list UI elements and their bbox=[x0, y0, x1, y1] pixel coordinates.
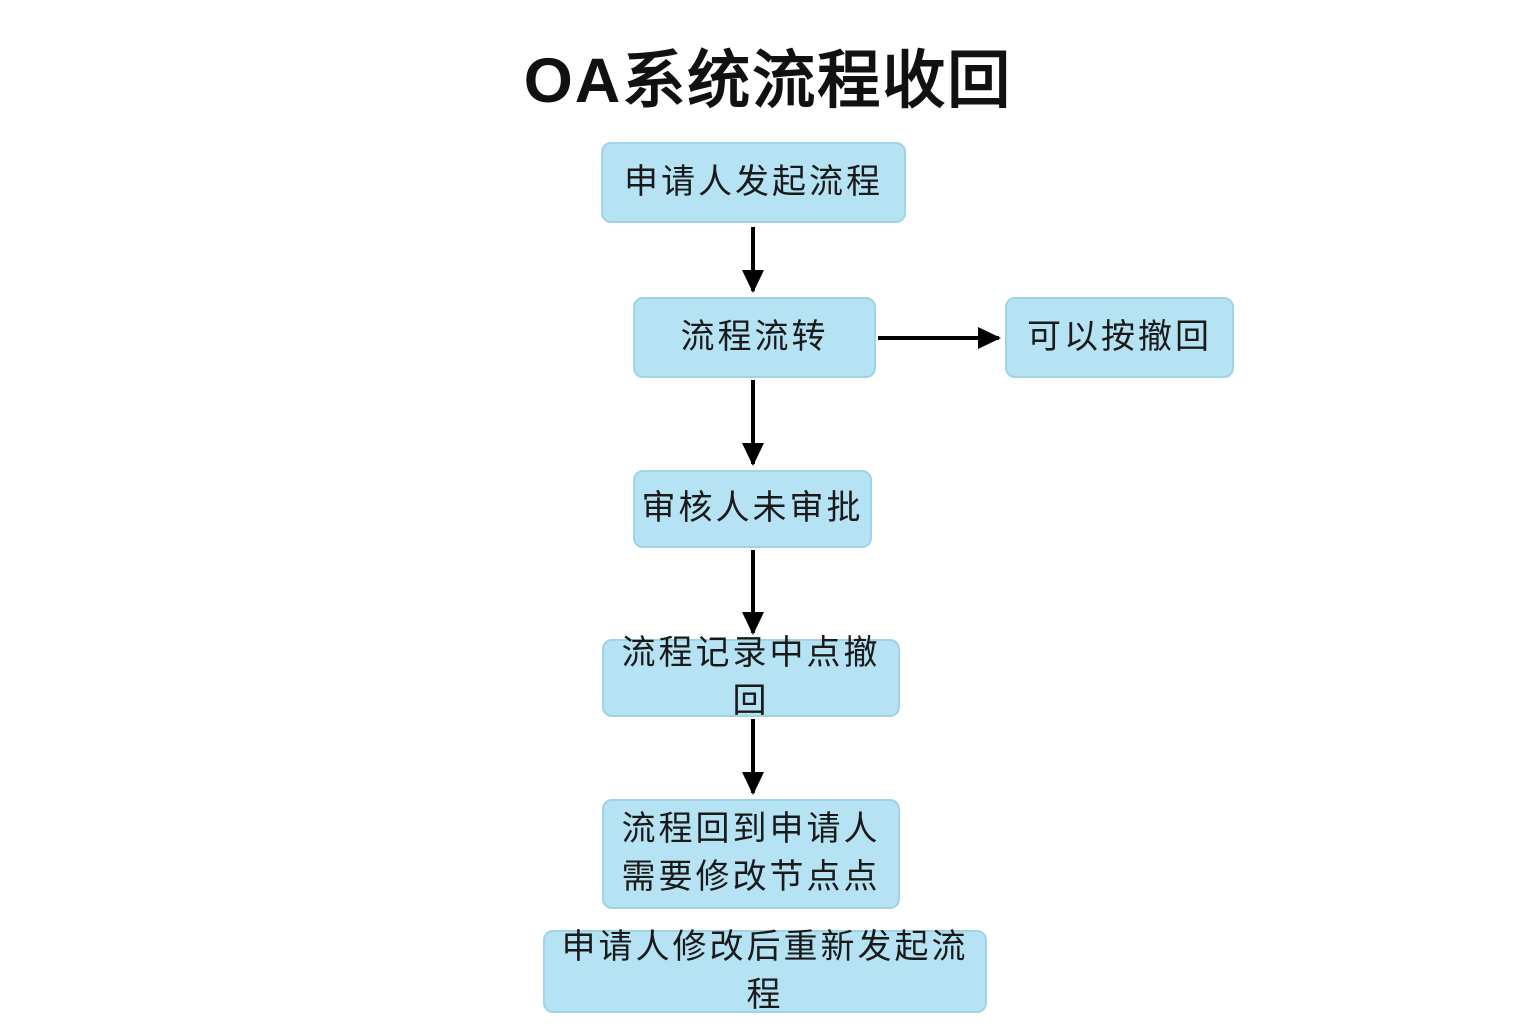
flow-node-label: 流程记录中点撤回 bbox=[621, 634, 881, 720]
flow-node-label: 可以按撤回 bbox=[1027, 317, 1212, 356]
flow-node-return-to-applicant: 流程回到申请人 需要修改节点点 bbox=[602, 799, 900, 909]
flow-node-label: 流程流转 bbox=[680, 317, 829, 356]
flow-node-can-press-withdraw: 可以按撤回 bbox=[1005, 297, 1234, 378]
flow-node-process-circulation: 流程流转 bbox=[633, 297, 876, 378]
diagram-title: OA系统流程收回 bbox=[523, 46, 1013, 116]
flow-node-applicant-initiates: 申请人发起流程 bbox=[601, 142, 906, 223]
flow-node-restart-process: 申请人修改后重新发起流程 bbox=[543, 928, 987, 1014]
flow-node-label: 审核人未审批 bbox=[641, 489, 864, 528]
flow-node-label-line2: 需要修改节点点 bbox=[621, 858, 881, 896]
flow-node-click-withdraw-in-record: 流程记录中点撤回 bbox=[602, 634, 900, 720]
flow-node-reviewer-not-approved: 审核人未审批 bbox=[633, 470, 872, 548]
flow-node-label-line1: 流程回到申请人 bbox=[621, 810, 881, 849]
flow-node-label: 申请人修改后重新发起流程 bbox=[561, 927, 969, 1014]
flow-node-label: 申请人发起流程 bbox=[624, 162, 883, 201]
